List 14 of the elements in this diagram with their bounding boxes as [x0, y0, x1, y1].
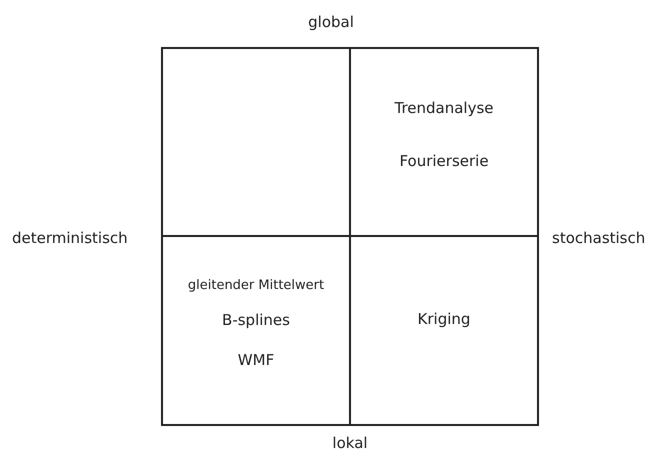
- axis-label: lokal: [332, 434, 368, 452]
- matrix-cell: [349, 235, 539, 426]
- method-label: Fourierserie: [398, 152, 490, 170]
- axis-label: global: [308, 13, 354, 31]
- method-label: Trendanalyse: [393, 99, 495, 117]
- method-label: WMF: [236, 351, 276, 369]
- method-label: B-splines: [221, 311, 291, 329]
- matrix-cell: [161, 47, 351, 237]
- axis-label: stochastisch: [552, 229, 646, 247]
- matrix-cell: [349, 47, 539, 237]
- matrix-cell: [161, 235, 351, 426]
- method-label: Kriging: [416, 310, 472, 328]
- method-label: gleitender Mittelwert: [186, 278, 326, 293]
- axis-label: deterministisch: [12, 229, 128, 247]
